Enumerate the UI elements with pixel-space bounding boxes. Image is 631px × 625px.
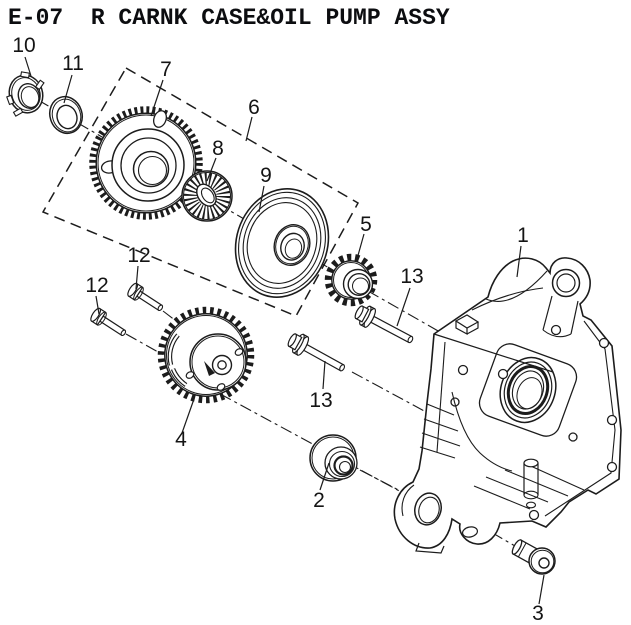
crankcase-bolt-holes — [450, 324, 618, 521]
part-pump-drive-gear — [324, 253, 378, 307]
leader-lines — [24, 56, 545, 605]
part-bolt-upper — [354, 305, 414, 344]
callout-6: 6 — [248, 96, 260, 119]
part-oil-pump — [157, 306, 255, 404]
callout-labels: 10 11 7 6 8 9 5 1 12 12 13 13 4 2 3 — [12, 34, 544, 625]
part-lock-nut — [6, 71, 45, 117]
callout-2: 2 — [313, 489, 325, 512]
crankcase-key-block — [454, 314, 480, 336]
callout-7: 7 — [160, 58, 172, 81]
callout-1: 1 — [517, 224, 529, 247]
callout-13-right: 13 — [400, 265, 423, 288]
part-bushing — [511, 539, 556, 575]
callout-13-lower: 13 — [309, 389, 332, 412]
crankcase-oil-pipe — [523, 458, 539, 509]
callout-12-left: 12 — [85, 274, 108, 297]
part-screw-left — [90, 307, 127, 337]
callout-4: 4 — [175, 428, 187, 451]
callout-9: 9 — [260, 164, 272, 187]
part-screw-upper — [127, 282, 164, 312]
part-washer — [48, 95, 84, 135]
callout-11: 11 — [62, 52, 84, 75]
part-needle-bearing — [181, 170, 233, 222]
callout-5: 5 — [360, 213, 372, 236]
part-clutch-drum — [234, 188, 330, 298]
callout-8: 8 — [212, 137, 224, 160]
callout-10: 10 — [12, 34, 35, 57]
part-roller-bearing — [309, 434, 358, 482]
part-bolt-lower — [287, 333, 346, 372]
callout-12-upper: 12 — [127, 244, 150, 267]
part-crankcase — [393, 257, 622, 554]
page-title: E-07 R CARNK CASE&OIL PUMP ASSY — [8, 5, 450, 31]
group-6-boundary-box — [41, 66, 360, 317]
callout-3: 3 — [532, 602, 544, 625]
part-primary-driven-gear — [89, 106, 203, 220]
